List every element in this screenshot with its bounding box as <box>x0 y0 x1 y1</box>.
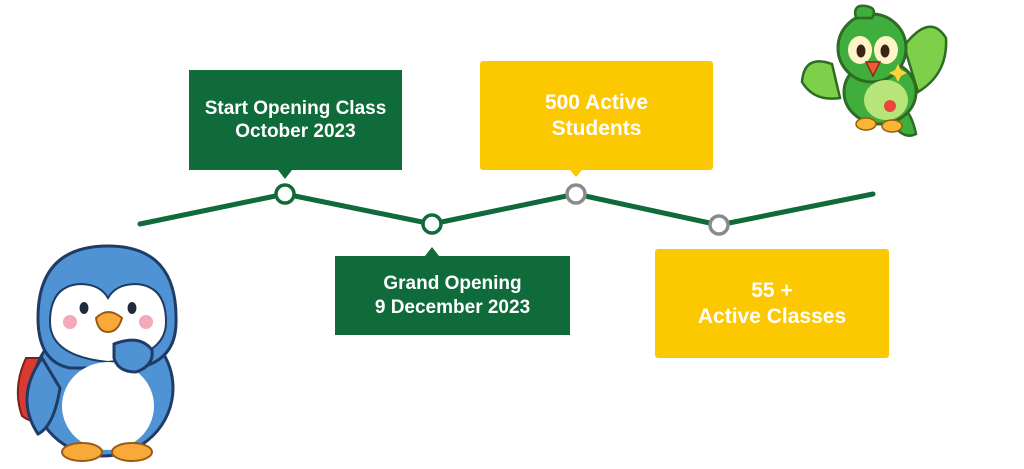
milestone-line: Active Classes <box>697 304 847 328</box>
timeline-node-4 <box>708 214 730 236</box>
milestone-active-students: 500 Active Students <box>480 61 713 170</box>
milestone-start-opening-class: Start Opening Class October 2023 <box>189 70 402 170</box>
milestone-line: October 2023 <box>235 121 356 142</box>
callout-pointer <box>425 247 439 256</box>
parrot-mascot-icon <box>800 4 948 137</box>
milestone-line: 9 December 2023 <box>374 296 531 318</box>
timeline-node-1 <box>274 183 296 205</box>
milestone-grand-opening: Grand Opening 9 December 2023 <box>335 256 570 335</box>
milestone-line: Grand Opening <box>383 273 522 295</box>
timeline-node-3 <box>565 183 587 205</box>
penguin-mascot-icon <box>16 244 178 462</box>
milestone-line: Start Opening Class <box>204 97 387 119</box>
callout-pointer <box>570 170 582 177</box>
milestone-line: Students <box>551 116 642 140</box>
callout-pointer <box>278 170 292 179</box>
milestone-line: 55 + <box>751 278 793 302</box>
milestone-active-classes: 55 + Active Classes <box>655 249 889 358</box>
timeline-node-2 <box>421 213 443 235</box>
timeline-line <box>137 191 876 228</box>
milestone-line: 500 Active <box>544 90 649 114</box>
